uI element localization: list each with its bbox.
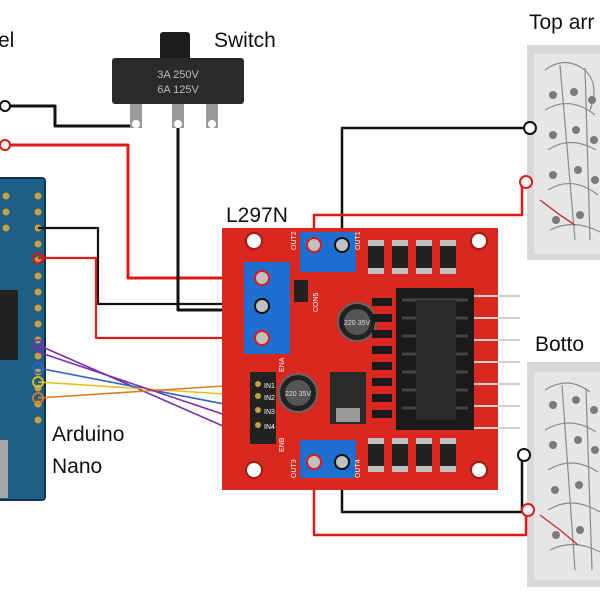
nano-pin-purple: [32, 339, 44, 351]
port-label-out1: OUT1: [355, 231, 362, 250]
switch-marking-1: 3A 250V: [157, 69, 199, 81]
switch-label: Switch: [214, 29, 276, 52]
bottom-led-array: [527, 362, 600, 587]
capacitor-2-marking: 220 35V: [285, 391, 311, 398]
input-label-in1: IN1: [264, 383, 275, 390]
panel-connector-red: [0, 139, 11, 151]
diodes-top: [368, 240, 456, 274]
panel-connector-black: [0, 100, 11, 112]
nano-5v-pin: [32, 252, 44, 264]
wire-nano-5v: [38, 256, 262, 340]
port-label-out4: OUT4: [355, 459, 362, 478]
jumper-con5: [294, 280, 308, 302]
input-header: [250, 372, 276, 444]
wire-top-black: [340, 126, 530, 248]
port-label-out2: OUT2: [291, 231, 298, 250]
top-array-connector-red: [519, 175, 533, 189]
panel-label: el: [0, 29, 15, 52]
l298-chip: [416, 300, 456, 420]
jumper-label-enb: ENB: [279, 437, 286, 452]
arduino-label-line2: Nano: [52, 455, 103, 478]
wire-panel-to-switch: [5, 104, 135, 128]
top-array-connector-black: [523, 121, 537, 135]
terminal-out-top: [300, 232, 356, 272]
usb-connector: [0, 440, 8, 498]
port-label-out3: OUT3: [291, 459, 298, 478]
input-label-in3: IN3: [264, 409, 275, 416]
wire-signal-orange: [37, 383, 256, 399]
arduino-label-line1: Arduino: [52, 423, 125, 446]
slide-switch: 3A 250V 6A 125V: [112, 32, 244, 128]
wire-signal-purple-2: [37, 351, 256, 426]
bottom-array-connector-red: [521, 503, 535, 517]
diodes-bottom: [368, 438, 456, 472]
input-label-in4: IN4: [264, 424, 275, 431]
wire-panel-red-to-vcc: [5, 143, 262, 280]
wire-signal-purple-1: [37, 344, 256, 441]
microcontroller-chip: [0, 290, 18, 360]
arduino-nano-board: [0, 177, 46, 501]
bottom-array-connector-black: [517, 448, 531, 462]
top-led-array: [527, 45, 600, 260]
bottom-array-label: Botto: [535, 333, 585, 356]
wire-bottom-red: [312, 462, 528, 537]
input-label-in2: IN2: [264, 395, 275, 402]
nano-pin-yellow: [32, 376, 44, 388]
jumper-label-con5: CON5: [313, 292, 320, 312]
capacitor-1-marking: 220 35V: [344, 320, 370, 327]
l298n-driver-board: OUT2 OUT1 OUT3 OUT4 CON5 IN1 IN2 IN3 IN4…: [222, 228, 520, 490]
driver-label: L297N: [226, 204, 288, 227]
switch-knob: [160, 32, 190, 62]
nano-pin-orange: [32, 392, 44, 404]
switch-marking-2: 6A 125V: [157, 84, 199, 96]
switch-body: [112, 58, 244, 104]
wire-nano-gnd: [38, 226, 262, 306]
nano-pin-blue: [32, 362, 44, 374]
jumper-label-ena: ENA: [279, 357, 286, 372]
top-array-label: Top arr: [529, 11, 595, 34]
